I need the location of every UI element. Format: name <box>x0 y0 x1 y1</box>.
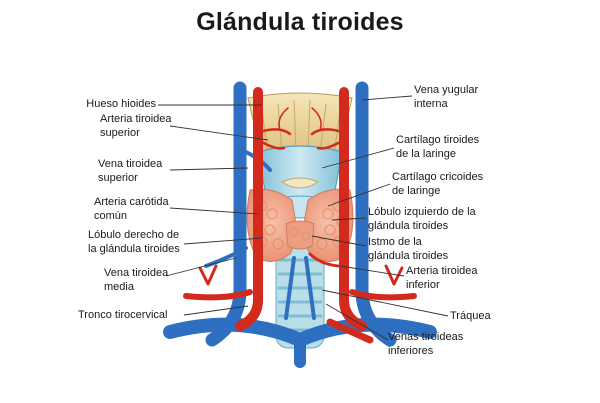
veins <box>163 81 437 368</box>
label-arteria-tiroidea-inferior: Arteria tiroidea inferior <box>406 265 478 292</box>
label-line: Istmo de la <box>368 236 422 248</box>
label-line: Arteria carótida <box>94 196 169 208</box>
label-line: Lóbulo derecho de <box>88 229 180 241</box>
label-line: glándula tiroides <box>368 249 449 262</box>
label-tronco-tirocervical: Tronco tirocervical <box>78 309 167 323</box>
label-line: Tráquea <box>450 310 491 322</box>
label-line: superior <box>100 126 140 139</box>
label-line: Tronco tirocervical <box>78 309 168 321</box>
leader-lines <box>158 95 449 341</box>
label-line: Lóbulo izquierdo de la <box>368 206 476 218</box>
label-line: superior <box>98 171 138 184</box>
label-line: Venas tiroideas <box>388 331 464 343</box>
label-line: la glándula tiroides <box>88 242 180 255</box>
label-line: glándula tiroides <box>368 219 449 232</box>
label-hueso-hioides: Hueso hioides <box>60 98 156 112</box>
label-arteria-carotida-comun: Arteria carótida común <box>94 196 169 223</box>
label-line: de la laringe <box>396 147 456 160</box>
label-lobulo-derecho: Lóbulo derecho de la glándula tiroides <box>88 229 180 256</box>
label-vena-yugular-interna: Vena yugular interna <box>414 84 478 111</box>
label-line: interna <box>414 97 448 110</box>
label-line: media <box>104 280 134 293</box>
label-venas-tiroideas-inferiores: Venas tiroideas inferiores <box>388 331 463 358</box>
label-vena-tiroidea-superior: Vena tiroidea superior <box>98 158 162 185</box>
label-line: Arteria tiroidea <box>100 113 172 125</box>
label-vena-tiroidea-media: Vena tiroidea media <box>104 267 168 294</box>
label-lobulo-izquierdo: Lóbulo izquierdo de la glándula tiroides <box>368 206 476 233</box>
label-line: Cartílago cricoides <box>392 171 484 183</box>
label-line: Cartílago tiroides <box>396 134 480 146</box>
label-line: inferior <box>406 278 440 291</box>
label-traquea: Tráquea <box>450 310 491 324</box>
arteries <box>183 87 417 344</box>
label-cartilago-tiroides: Cartílago tiroides de la laringe <box>396 134 479 161</box>
label-line: Vena tiroidea <box>98 158 163 170</box>
label-cartilago-cricoides: Cartílago cricoides de laringe <box>392 171 483 198</box>
label-line: Hueso hioides <box>86 98 156 110</box>
label-line: común <box>94 209 128 222</box>
label-line: de laringe <box>392 184 441 197</box>
label-line: Vena yugular <box>414 84 479 96</box>
label-line: Vena tiroidea <box>104 267 169 279</box>
label-line: Arteria tiroidea <box>406 265 478 277</box>
label-arteria-tiroidea-superior: Arteria tiroidea superior <box>100 113 172 140</box>
diagram-title: Glándula tiroides <box>196 8 404 36</box>
label-line: inferiores <box>388 344 434 357</box>
label-istmo: Istmo de la glándula tiroides <box>368 236 448 263</box>
